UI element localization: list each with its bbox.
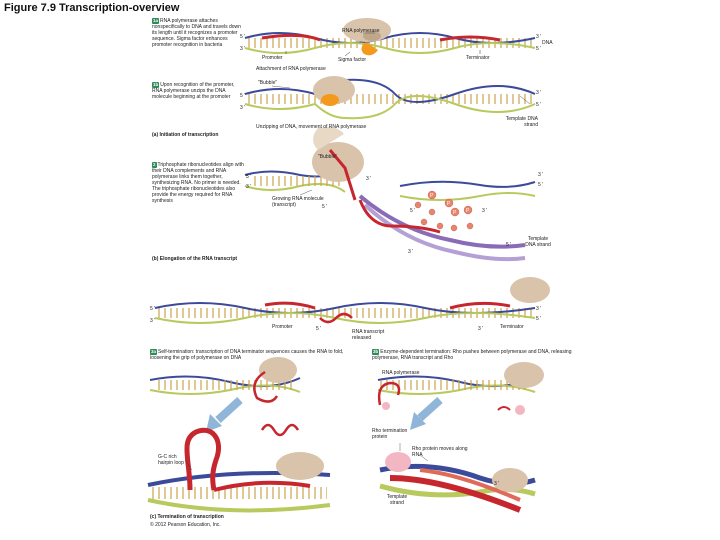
label-rna-released: RNA transcript released <box>352 329 385 341</box>
end-3-1a-bottom: 3 ' <box>240 46 246 52</box>
end-5-2-rna: 5 ' <box>322 204 328 210</box>
step-1b-badge: 1b <box>152 82 160 88</box>
dna-helix-3a <box>149 375 301 395</box>
dna-helix-1b <box>244 78 536 120</box>
step-1b-description: Upon recognition of the promoter, RNA po… <box>152 82 235 100</box>
label-sigma-factor: Sigma factor <box>338 57 367 63</box>
end-5-3-bottom: 5 ' <box>536 316 542 322</box>
label-gc-hairpin: G-C rich hairpin loop <box>158 454 184 466</box>
step-2-description: Triphosphate ribonucleotides align with … <box>152 162 244 204</box>
label-rho-moves: Rho protein moves along RNA <box>412 446 468 458</box>
end-5-1b-bottom: 5 ' <box>536 102 542 108</box>
label-promoter-1a: Promoter <box>262 55 283 61</box>
label-promoter-3: Promoter <box>272 324 293 330</box>
label-rna-polymerase-3b: RNA polymerase <box>382 370 420 376</box>
end-3-3b: 3 ' <box>494 481 500 487</box>
phosphate-label-4: P <box>466 208 470 214</box>
hairpin-loop <box>184 427 324 492</box>
phosphate-label-1: P <box>430 193 434 199</box>
label-dna: DNA <box>542 40 553 46</box>
end-3-2-mid: 3 ' <box>366 176 372 182</box>
step-3b-badge: 3b <box>372 349 380 355</box>
label-terminator-3: Terminator <box>500 324 524 330</box>
label-rna-polymerase-1a: RNA polymerase <box>342 28 380 34</box>
end-3-1b-top: 3 ' <box>536 90 542 96</box>
end-3-3-bottom: 3 ' <box>150 318 156 324</box>
end-5-1b-top: 5 ' <box>240 93 246 99</box>
label-bubble-1b: "Bubble" <box>258 80 278 86</box>
end-3-2-nucleotides: 3 ' <box>482 208 488 214</box>
end-5-1a-top: 5 ' <box>240 34 246 40</box>
end-3-2-bottom: 3 ' <box>246 184 252 190</box>
hairpin-dna <box>147 470 331 513</box>
label-bubble-2: "Bubble" <box>318 154 338 160</box>
step-3a-badge: 3a <box>150 349 158 355</box>
end-5-2-bottom-right: 5 ' <box>538 182 544 188</box>
label-template-strand-1b: Template DNA strand <box>505 116 538 128</box>
rna-polymerase-3b <box>504 362 544 388</box>
rna-polymerase-2 <box>312 126 364 201</box>
rna-polymerase-3 <box>510 277 550 303</box>
section-a-caption: (a) Initiation of transcription <box>152 132 219 138</box>
step-1a-badge: 1a <box>152 18 160 24</box>
end-3-3-transcript: 3 ' <box>478 326 484 332</box>
end-5-1a-bottom: 5 ' <box>536 46 542 52</box>
step-3a-description: Self-termination: transcription of DNA t… <box>150 349 344 361</box>
end-5-2-template: 5 ' <box>506 242 512 248</box>
label-template-strand-3b: Template strand <box>386 494 408 506</box>
end-3-1b-bottom: 3 ' <box>240 105 246 111</box>
rna-transcript-2 <box>358 199 441 234</box>
end-5-3-top: 5 ' <box>150 306 156 312</box>
end-5-2-top: 5 ' <box>246 174 252 180</box>
step-3b-description: Enzyme-dependent termination: Rho pushes… <box>372 349 572 361</box>
label-rho-protein: Rho termination protein <box>372 428 408 440</box>
end-5-3-transcript: 5 ' <box>316 326 322 332</box>
rna-polymerase-1a <box>343 18 391 56</box>
section-b-caption: (b) Elongation of the RNA transcript <box>152 256 238 262</box>
phosphate-label-2: P <box>447 201 451 207</box>
figure-title: Figure 7.9 Transcription-overview <box>4 2 180 14</box>
dna-helix-1a <box>244 32 536 54</box>
label-growing-rna: Growing RNA molecule (transcript) <box>272 196 324 208</box>
end-3-3-top: 3 ' <box>536 306 542 312</box>
ribonucleotides <box>414 190 474 232</box>
rna-polymerase-1b <box>313 76 355 106</box>
label-template-strand-2: Template DNA strand <box>525 236 551 248</box>
step-1a-description: RNA polymerase attaches nonspecifically … <box>152 18 241 48</box>
section-c-caption: (c) Termination of transcription <box>150 514 224 520</box>
rho-dna <box>379 452 536 513</box>
copyright: © 2012 Pearson Education, Inc. <box>150 522 221 528</box>
rna-polymerase-3a <box>259 357 297 383</box>
end-5-2-nucleotides: 5 ' <box>410 208 416 214</box>
rna-transcript-released <box>319 312 353 324</box>
template-strand-2 <box>358 194 526 262</box>
end-3-2-template: 3 ' <box>408 249 414 255</box>
label-terminator-1a: Terminator <box>466 55 490 61</box>
end-3-2-top-right: 3 ' <box>538 172 544 178</box>
label-attachment: Attachment of RNA polymerase <box>256 66 326 72</box>
end-3-1a-top: 3 ' <box>536 34 542 40</box>
step-2-badge: 2 <box>152 162 157 168</box>
phosphate-label-3: P <box>453 210 457 216</box>
label-unzipping: Unzipping of DNA, movement of RNA polyme… <box>256 124 367 130</box>
